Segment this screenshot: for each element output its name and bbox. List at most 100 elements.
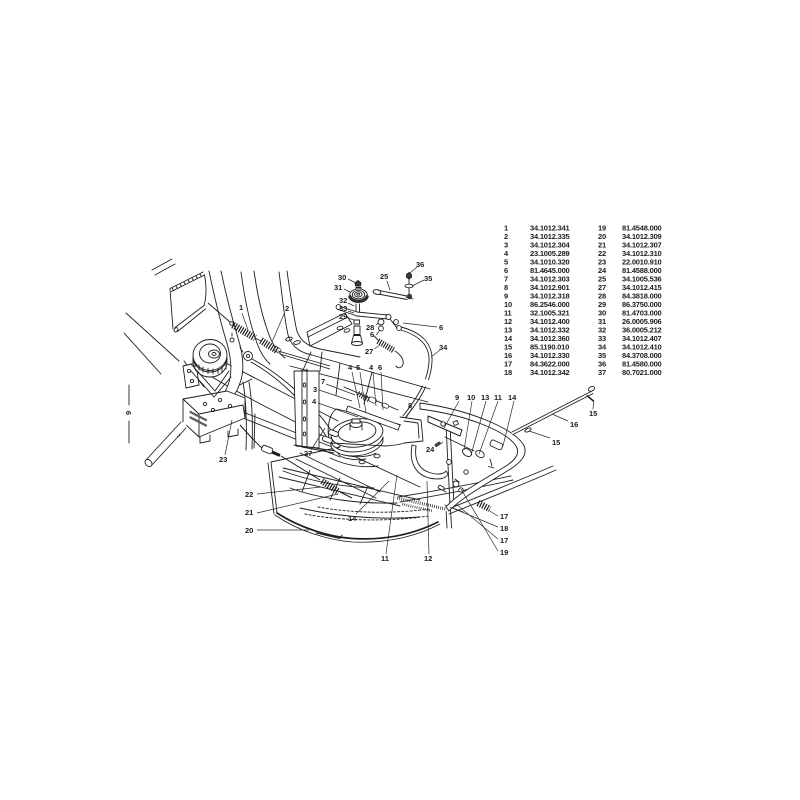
- svg-text:34.1012.309: 34.1012.309: [622, 232, 662, 241]
- svg-text:16: 16: [504, 351, 512, 360]
- svg-text:31: 31: [598, 317, 606, 326]
- svg-text:5: 5: [504, 258, 508, 267]
- svg-text:26.0005.906: 26.0005.906: [622, 317, 662, 326]
- svg-text:81.4588.000: 81.4588.000: [622, 266, 662, 275]
- svg-text:18: 18: [504, 368, 512, 377]
- svg-text:35: 35: [598, 351, 606, 360]
- svg-text:7: 7: [321, 377, 325, 386]
- svg-text:23: 23: [598, 258, 606, 267]
- svg-text:33: 33: [339, 304, 347, 313]
- svg-text:13: 13: [504, 326, 512, 335]
- svg-text:36: 36: [416, 260, 424, 269]
- svg-text:30: 30: [598, 309, 606, 318]
- svg-text:22: 22: [598, 249, 606, 258]
- svg-text:1: 1: [504, 224, 508, 233]
- svg-text:34.1012.307: 34.1012.307: [622, 241, 662, 250]
- svg-text:86.3750.000: 86.3750.000: [622, 300, 662, 309]
- svg-text:34: 34: [439, 343, 448, 352]
- svg-text:34.1012.415: 34.1012.415: [622, 283, 662, 292]
- svg-text:36.0005.212: 36.0005.212: [622, 326, 662, 335]
- svg-text:8: 8: [504, 283, 508, 292]
- svg-text:34.1012.341: 34.1012.341: [530, 224, 570, 233]
- svg-text:84.3818.000: 84.3818.000: [622, 292, 662, 301]
- svg-text:17: 17: [500, 512, 508, 521]
- svg-text:24: 24: [598, 266, 607, 275]
- svg-text:5: 5: [356, 363, 360, 372]
- svg-text:24: 24: [426, 445, 435, 454]
- svg-text:28: 28: [598, 292, 606, 301]
- svg-text:12: 12: [504, 317, 512, 326]
- svg-text:29: 29: [598, 300, 606, 309]
- svg-text:9: 9: [455, 393, 459, 402]
- svg-text:14: 14: [508, 393, 517, 402]
- svg-text:34.1005.536: 34.1005.536: [622, 275, 662, 284]
- svg-text:2: 2: [285, 304, 289, 313]
- svg-text:34.1012.330: 34.1012.330: [530, 351, 570, 360]
- svg-text:2: 2: [504, 232, 508, 241]
- svg-text:6: 6: [378, 363, 382, 372]
- svg-text:34: 34: [598, 343, 607, 352]
- svg-text:20: 20: [245, 526, 253, 535]
- svg-text:34.1012.410: 34.1012.410: [622, 343, 662, 352]
- svg-text:4: 4: [348, 363, 353, 372]
- svg-text:84.3708.000: 84.3708.000: [622, 351, 662, 360]
- svg-text:37: 37: [598, 368, 606, 377]
- svg-text:30: 30: [338, 273, 346, 282]
- svg-text:34.1012.400: 34.1012.400: [530, 317, 570, 326]
- svg-text:4: 4: [504, 249, 509, 258]
- svg-text:27: 27: [365, 347, 373, 356]
- svg-text:11: 11: [494, 393, 502, 402]
- svg-text:6: 6: [439, 323, 443, 332]
- svg-text:6: 6: [504, 266, 508, 275]
- svg-text:6: 6: [370, 330, 374, 339]
- svg-text:80.7021.000: 80.7021.000: [622, 368, 662, 377]
- svg-text:22.0010.910: 22.0010.910: [622, 258, 662, 267]
- svg-text:36: 36: [598, 360, 606, 369]
- svg-text:3: 3: [504, 241, 508, 250]
- svg-text:13: 13: [481, 393, 489, 402]
- svg-text:11: 11: [504, 309, 512, 318]
- svg-text:32.1005.321: 32.1005.321: [530, 309, 570, 318]
- svg-text:18: 18: [500, 524, 508, 533]
- svg-text:34.1012.360: 34.1012.360: [530, 334, 570, 343]
- svg-text:33: 33: [598, 334, 606, 343]
- svg-text:21: 21: [598, 241, 606, 250]
- svg-text:22: 22: [245, 490, 253, 499]
- svg-text:15: 15: [504, 343, 512, 352]
- svg-text:28: 28: [366, 323, 374, 332]
- svg-text:17: 17: [504, 360, 512, 369]
- svg-text:14: 14: [504, 334, 513, 343]
- svg-text:29: 29: [339, 312, 347, 321]
- svg-text:4: 4: [369, 363, 374, 372]
- svg-text:32: 32: [598, 326, 606, 335]
- svg-text:35: 35: [424, 274, 432, 283]
- svg-text:85.1190.010: 85.1190.010: [530, 343, 569, 352]
- svg-text:81.4703.000: 81.4703.000: [622, 309, 662, 318]
- svg-text:17: 17: [500, 536, 508, 545]
- svg-text:19: 19: [598, 224, 606, 233]
- svg-text:27: 27: [598, 283, 606, 292]
- svg-text:34.1012.407: 34.1012.407: [622, 334, 662, 343]
- svg-text:4: 4: [312, 397, 317, 406]
- svg-text:34.1012.310: 34.1012.310: [622, 249, 662, 258]
- svg-text:7: 7: [504, 275, 508, 284]
- svg-text:81.4548.000: 81.4548.000: [622, 224, 662, 233]
- svg-text:19: 19: [500, 548, 508, 557]
- svg-text:10: 10: [504, 300, 512, 309]
- svg-text:23.1005.289: 23.1005.289: [530, 249, 570, 258]
- svg-text:34.1012.303: 34.1012.303: [530, 275, 570, 284]
- svg-text:31: 31: [334, 283, 342, 292]
- svg-text:8: 8: [408, 401, 412, 410]
- svg-text:34.1012.901: 34.1012.901: [530, 283, 570, 292]
- svg-text:25: 25: [598, 275, 606, 284]
- svg-text:34.1012.332: 34.1012.332: [530, 326, 570, 335]
- svg-text:81.4645.000: 81.4645.000: [530, 266, 570, 275]
- svg-text:14: 14: [348, 514, 357, 523]
- svg-text:32: 32: [339, 296, 347, 305]
- svg-text:84.3622.000: 84.3622.000: [530, 360, 570, 369]
- svg-text:34.1012.318: 34.1012.318: [530, 292, 570, 301]
- svg-text:21: 21: [245, 508, 253, 517]
- svg-text:3: 3: [313, 385, 317, 394]
- svg-text:1: 1: [239, 303, 243, 312]
- svg-text:37: 37: [304, 449, 312, 458]
